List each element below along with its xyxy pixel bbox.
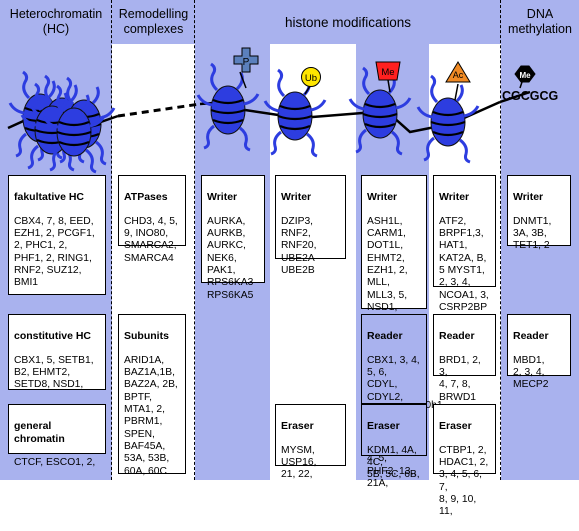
header-dna-methylation: DNA methylation xyxy=(501,0,579,44)
subunits-title: Subunits xyxy=(124,330,169,343)
writer-dna-title: Writer xyxy=(513,191,544,204)
atpases-list: CHD3, 4, 5, 9, INO80, SMARCA2, SMARCA4 xyxy=(124,215,178,264)
eraser-acetyl-list: CTBP1, 2, HDAC1, 2, 3, 4, 5, 6, 7, 8, 9,… xyxy=(439,444,489,518)
svg-text:Me: Me xyxy=(519,71,531,80)
atpases-title: ATPases xyxy=(124,191,168,204)
writer-phospho-box: Writer AURKA, AURKB, AURKC, NEK6, PAK1, … xyxy=(201,175,265,301)
reader-dna-box: Reader MBD1, 2, 3, 4, MECP2 xyxy=(507,314,571,390)
reader-dna-title: Reader xyxy=(513,330,549,343)
general-chromatin-list: CTCF, ESCO1, 2, xyxy=(14,457,96,469)
writer-acetyl-list: ATF2, BRPF1,3, HAT1, KAT2A, B, 5 MYST1, … xyxy=(439,215,489,313)
writer-dna-box: Writer DNMT1, 3A, 3B, TET1, 2 xyxy=(507,175,571,251)
reader-acetyl-list: BRD1, 2, 3, 4, 7, 8, BRWD1 xyxy=(439,354,481,403)
constitutive-hc-box: constitutive HC CBX1, 5, SETB1, B2, EHMT… xyxy=(8,314,106,390)
general-chromatin-title: general chromatin xyxy=(14,420,65,445)
svg-text:Ac: Ac xyxy=(453,70,464,80)
separator-3 xyxy=(500,0,501,480)
eraser-methyl-list: KDM1, 4A, 4C, 5B, 5C, 6B, xyxy=(367,444,420,481)
svg-text:Me: Me xyxy=(381,67,394,78)
reader-methyl-box: Reader CBX1, 3, 4, 5, 6, CDYL, CDYL2, CH… xyxy=(361,314,427,489)
eraser-acetyl-title: Eraser xyxy=(439,420,472,433)
eraser-acetyl-box: Eraser CTBP1, 2, HDAC1, 2, 3, 4, 5, 6, 7… xyxy=(433,404,496,517)
eraser-ubiquitin-box: Eraser MYSM, USP16, 21, 22, xyxy=(275,404,346,480)
svg-text:CGCGCG: CGCGCG xyxy=(502,89,558,103)
reader-dna-list: MBD1, 2, 3, 4, MECP2 xyxy=(513,354,549,391)
writer-phospho-list: AURKA, AURKB, AURKC, NEK6, PAK1, RPS6KA3… xyxy=(207,215,254,301)
eraser-ubiquitin-title: Eraser xyxy=(281,420,314,433)
constitutive-hc-list: CBX1, 5, SETB1, B2, EHMT2, SETD8, NSD1, xyxy=(14,354,94,391)
writer-ubiquitin-list: DZIP3, RNF2, RNF20, UBE2A UBE2B xyxy=(281,215,317,277)
fakultative-hc-box: fakultative HC CBX4, 7, 8, EED, EZH1, 2,… xyxy=(8,175,106,295)
separator-2 xyxy=(194,0,195,480)
eraser-ubiquitin-list: MYSM, USP16, 21, 22, xyxy=(281,444,317,481)
reader-methyl-title: Reader xyxy=(367,330,403,343)
writer-ubiquitin-box: Writer DZIP3, RNF2, RNF20, UBE2A UBE2B xyxy=(275,175,346,276)
header-histone-modifications: histone modifications xyxy=(195,0,501,44)
writer-acetyl-title: Writer xyxy=(439,191,470,204)
writer-ubiquitin-title: Writer xyxy=(281,191,312,204)
svg-text:Ub: Ub xyxy=(305,73,317,84)
subunits-box: Subunits ARID1A, BAZ1A,1B, BAZ2A, 2B, BP… xyxy=(118,314,186,477)
fakultative-hc-title: fakultative HC xyxy=(14,191,85,204)
reader-acetyl-title: Reader xyxy=(439,330,475,343)
header-remodelling: Remodelling complexes xyxy=(112,0,195,44)
general-chromatin-box: general chromatin CTCF, ESCO1, 2, xyxy=(8,404,106,468)
constitutive-hc-title: constitutive HC xyxy=(14,330,92,343)
eraser-methyl-box: Eraser KDM1, 4A, 4C, 5B, 5C, 6B, xyxy=(361,404,427,480)
svg-text:P: P xyxy=(243,57,250,68)
subunits-list: ARID1A, BAZ1A,1B, BAZ2A, 2B, BPTF, MTA1,… xyxy=(124,354,178,477)
atpases-box: ATPases CHD3, 4, 5, 9, INO80, SMARCA2, S… xyxy=(118,175,186,264)
reader-acetyl-box: Reader BRD1, 2, 3, 4, 7, 8, BRWD1 xyxy=(433,314,496,403)
chromatin-illustration: P Ub Me Ac Me CGCGCG xyxy=(7,47,558,174)
writer-methyl-box: Writer ASH1L, CARM1, DOT1L, EHMT2, EZH1,… xyxy=(361,175,443,424)
header-heterochromatin: Heterochromatin (HC) xyxy=(0,0,112,44)
fakultative-hc-list: CBX4, 7, 8, EED, EZH1, 2, PCGF1, 2, PHC1… xyxy=(14,215,95,289)
writer-methyl-title: Writer xyxy=(367,191,398,204)
writer-phospho-title: Writer xyxy=(207,191,238,204)
separator-1 xyxy=(111,0,112,480)
writer-dna-list: DNMT1, 3A, 3B, TET1, 2 xyxy=(513,215,552,252)
eraser-methyl-title: Eraser xyxy=(367,420,400,433)
writer-acetyl-box: Writer ATF2, BRPF1,3, HAT1, KAT2A, B, 5 … xyxy=(433,175,496,313)
